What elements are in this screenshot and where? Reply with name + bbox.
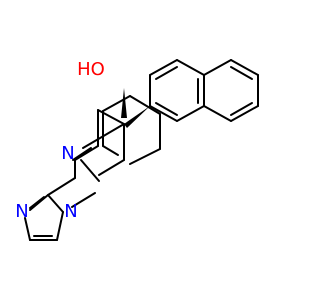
bond-naph-5 <box>176 105 205 122</box>
bond-naph-2 <box>149 59 178 76</box>
bond-n-c2-alt <box>72 147 92 161</box>
bond-c3-c4 <box>102 95 131 112</box>
wedge-bond-naphthyl <box>124 106 150 128</box>
bond-c6-c1 <box>129 148 161 165</box>
bond-naph-10 <box>230 105 259 122</box>
bond-c4-c5 <box>129 95 161 115</box>
bond-imid-3 <box>56 211 64 241</box>
bond-ring-left-lower <box>74 145 99 161</box>
bond-imid-1 <box>29 194 49 211</box>
bond-imid-5 <box>24 217 31 241</box>
bond-naph-6 <box>149 105 178 122</box>
bond-naph-double-3 <box>155 102 178 116</box>
piperidine-nitrogen-label: N <box>61 143 74 164</box>
bond-c2-n <box>102 145 119 156</box>
bond-imid-double-2 <box>29 196 45 209</box>
bond-c5-n <box>98 159 125 176</box>
bond-naph-double-4 <box>230 66 253 80</box>
bond-naph-double-5 <box>230 102 253 116</box>
bond-naph-double-1 <box>155 66 178 80</box>
methyl-nitrogen-label: N <box>64 201 77 222</box>
bond-n-ch2 <box>80 159 100 182</box>
bond-n-methyl <box>71 192 96 208</box>
bond-c3-c4-ring <box>97 109 125 125</box>
structure-canvas: HO N N N <box>15 59 259 241</box>
molecule-structure: HO N N N <box>15 59 259 241</box>
bond-imid-2 <box>47 194 64 213</box>
bond-naph-7 <box>203 59 232 76</box>
bond-n-c6 <box>82 123 125 149</box>
bond-ch2-imid <box>47 177 76 196</box>
hydroxyl-label: HO <box>77 59 105 80</box>
bond-naph-8 <box>230 59 259 76</box>
bond-naph-11 <box>203 105 232 122</box>
wedge-bond-oh <box>121 88 127 118</box>
imidazole-nitrogen-label: N <box>15 201 28 222</box>
bond-naph-3 <box>176 59 205 76</box>
